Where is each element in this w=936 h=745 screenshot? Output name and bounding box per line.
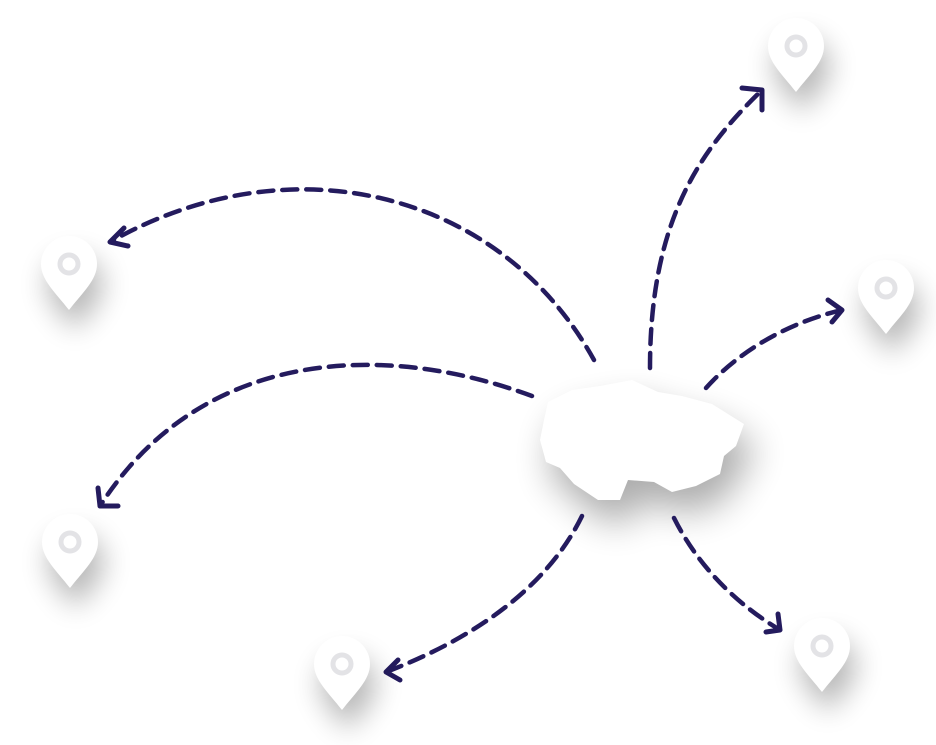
pin-bottom-left bbox=[42, 514, 104, 608]
map-pin-ring bbox=[330, 652, 354, 676]
arrow-to-pin-right bbox=[703, 297, 845, 391]
arrow-line-bottom-left bbox=[97, 362, 535, 509]
arrow-line-top-left bbox=[107, 187, 597, 363]
arrow-head-top-right bbox=[739, 85, 765, 113]
arrow-head-right bbox=[825, 297, 845, 325]
arrow-to-pin-bottom-right bbox=[671, 515, 783, 635]
arrow-head-bottom-center bbox=[383, 657, 403, 683]
map-pin-ring bbox=[784, 34, 808, 58]
pin-bottom-center bbox=[314, 636, 376, 730]
arrow-line-top-right bbox=[647, 87, 765, 371]
arrow-to-pin-bottom-left bbox=[95, 362, 535, 509]
pin-top-left bbox=[41, 236, 103, 330]
arrow-line-right bbox=[703, 307, 845, 391]
map-pin-ring bbox=[874, 276, 898, 300]
arrow-to-pin-top-right bbox=[647, 85, 765, 371]
arrow-head-bottom-right bbox=[763, 611, 783, 635]
arrow-to-pin-bottom-center bbox=[383, 513, 585, 683]
arrow-line-bottom-center bbox=[383, 513, 585, 675]
connection-arrows bbox=[95, 85, 845, 683]
destination-pins bbox=[41, 18, 920, 730]
arrow-head-top-left bbox=[107, 225, 131, 249]
pin-right bbox=[858, 260, 920, 354]
map-pin-ring bbox=[58, 530, 82, 554]
map-pin-ring bbox=[57, 252, 81, 276]
arrow-head-bottom-left bbox=[95, 485, 121, 509]
pin-top-right bbox=[768, 18, 830, 112]
central-region-body bbox=[540, 380, 744, 500]
central-region-shape bbox=[540, 380, 754, 522]
pin-bottom-right bbox=[794, 618, 856, 712]
arrow-line-bottom-right bbox=[671, 515, 783, 633]
map-pin-ring bbox=[810, 634, 834, 658]
arrow-to-pin-top-left bbox=[107, 187, 597, 363]
